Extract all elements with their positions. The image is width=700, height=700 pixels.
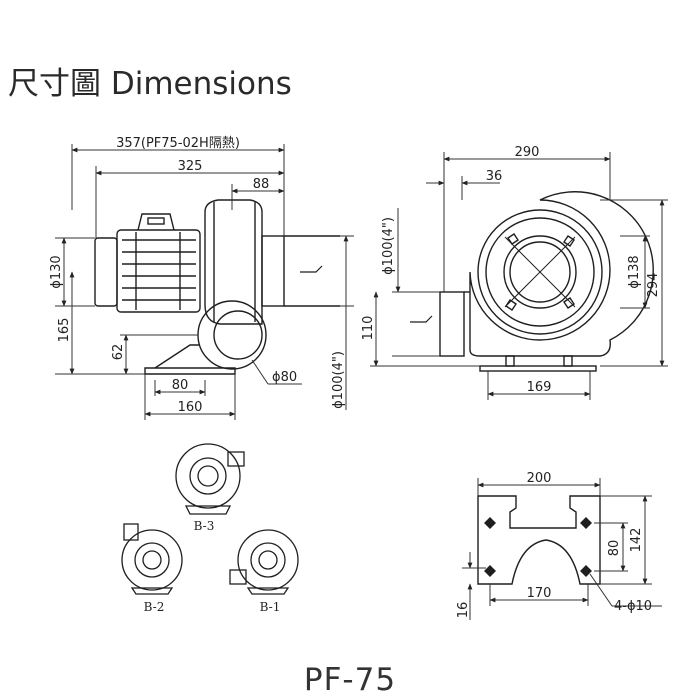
- side-dimension-lines: [370, 152, 668, 400]
- base-view: [462, 478, 662, 620]
- base-hole-bl: [484, 565, 496, 577]
- dim-holes: 4-ϕ10: [614, 599, 652, 614]
- dim-inlet-dia: ϕ80: [272, 370, 297, 385]
- orientation-label-b1: B-1: [260, 600, 281, 614]
- dim-outlet-offset: 88: [253, 177, 270, 192]
- dim-overall-insulated: 357(PF75-02H隔熱): [116, 136, 240, 151]
- front-dimension-lines: [55, 144, 354, 420]
- dim-thickness: 16: [456, 602, 471, 619]
- dim-side-outlet-dia: ϕ100(4"): [381, 217, 396, 275]
- base-dimension-lines: [462, 478, 662, 620]
- dim-base-height: 62: [111, 344, 126, 361]
- front-view: [55, 144, 354, 420]
- dim-base-inner: 80: [172, 378, 189, 393]
- dim-side-width: 290: [515, 145, 540, 160]
- base-hole-tl: [484, 517, 496, 529]
- side-housing: [410, 191, 654, 372]
- side-view: [370, 152, 668, 400]
- dim-outlet-dia-front: ϕ100(4"): [331, 351, 346, 409]
- orientation-label-b2: B-2: [144, 600, 165, 614]
- base-plate: [477, 495, 601, 585]
- orientation-b3: [175, 443, 245, 515]
- page-title: 尺寸圖 Dimensions: [8, 66, 292, 102]
- motor-body: [94, 213, 201, 313]
- fan-housing: [144, 199, 340, 375]
- base-hole-tr: [580, 517, 592, 529]
- orientation-b2: [121, 523, 183, 595]
- dim-overall: 325: [178, 159, 203, 174]
- dim-inner-dia: ϕ138: [627, 255, 642, 288]
- dim-inlet-offset: 36: [486, 169, 503, 184]
- dim-base-height: 142: [629, 528, 644, 553]
- dim-hole-spacing: 170: [527, 586, 552, 601]
- dim-hole-vertical: 80: [607, 540, 622, 557]
- dim-outlet-height: 110: [361, 316, 376, 341]
- dim-total-height: 294: [646, 273, 661, 298]
- orientation-b1: [229, 529, 299, 595]
- model-name: PF-75: [303, 662, 397, 698]
- dim-base-outer: 160: [178, 400, 203, 415]
- dim-base-width: 200: [527, 471, 552, 486]
- orientation-label-b3: B-3: [194, 519, 215, 533]
- base-hole-br: [580, 565, 592, 577]
- dim-side-base-width: 169: [527, 380, 552, 395]
- dim-motor-dia: ϕ130: [49, 255, 64, 288]
- dim-height-center: 165: [57, 318, 72, 343]
